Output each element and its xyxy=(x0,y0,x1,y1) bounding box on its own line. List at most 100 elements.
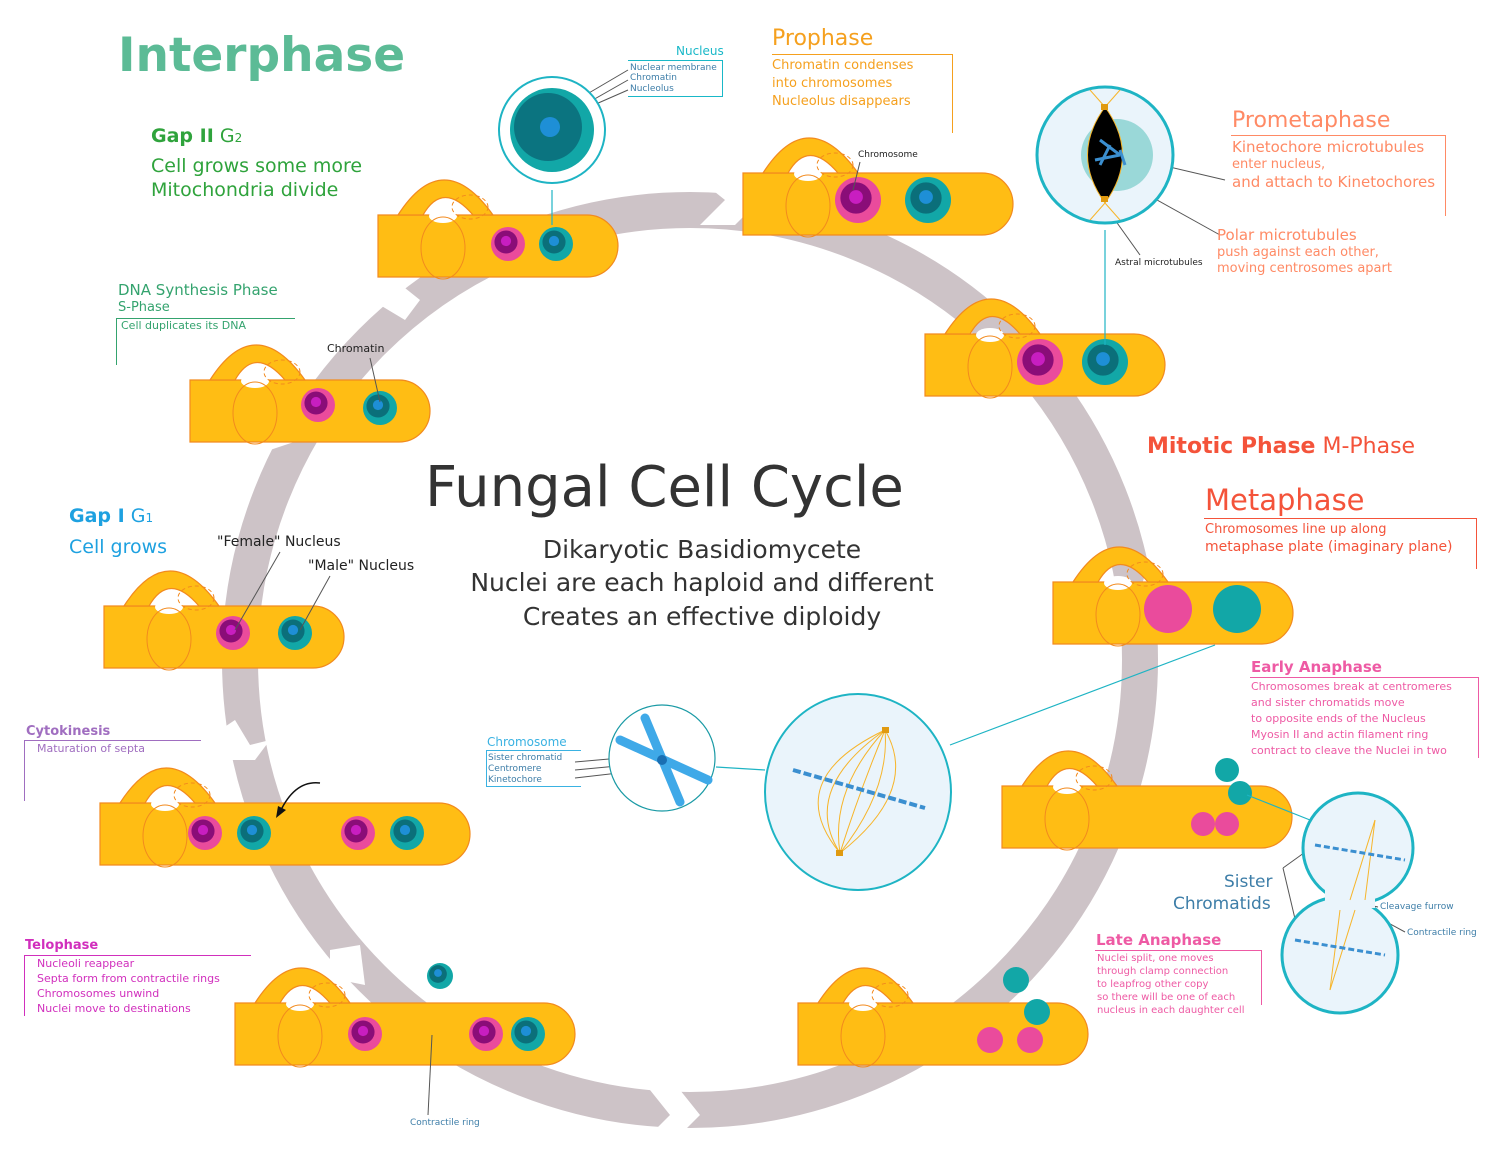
cell-prometaphase xyxy=(924,298,1166,399)
nucleus-detail-box xyxy=(628,60,723,97)
late-anaphase-line-4: so there will be one of each xyxy=(1097,992,1236,1003)
cell-cytokinesis xyxy=(99,767,471,868)
s-phase-bracket xyxy=(116,318,295,365)
gap2-bold: Gap II xyxy=(151,125,214,147)
nucleus-detail-title: Nucleus xyxy=(676,44,724,58)
male-nucleus xyxy=(1003,967,1029,993)
telophase-line-4: Nuclei move to destinations xyxy=(37,1002,191,1015)
cytokinesis-title: Cytokinesis xyxy=(26,724,111,739)
metaphase-title: Metaphase xyxy=(1205,483,1365,517)
male-nucleus xyxy=(1213,585,1261,633)
cleavage-furrow-label: Cleavage furrow xyxy=(1380,902,1454,912)
interphase-heading: Interphase xyxy=(118,28,406,83)
chromosome-detail-circle xyxy=(608,704,716,812)
gap1-bold: Gap I xyxy=(69,505,125,527)
male-nucleus xyxy=(1024,999,1050,1025)
cytokinesis-desc: Maturation of septa xyxy=(37,742,145,755)
chromosome-callout: Chromosome xyxy=(858,150,918,160)
prometaphase-line-3: and attach to Kinetochores xyxy=(1232,173,1436,191)
nucleus-item-chromatin: Chromatin xyxy=(630,73,678,83)
prophase-line-1: Chromatin condenses xyxy=(772,58,914,73)
cell-gap2 xyxy=(377,179,619,280)
subtitle-line-2: Nuclei are each haploid and different xyxy=(470,568,934,597)
prophase-bracket xyxy=(772,54,953,133)
nucleus-detail-circle xyxy=(498,76,606,184)
s-phase-subtitle: S-Phase xyxy=(118,300,170,315)
polar-line-2: push against each other, xyxy=(1217,245,1379,260)
metaphase-bracket xyxy=(1204,518,1477,569)
astral-label: Astral microtubules xyxy=(1115,258,1203,268)
female-nucleus xyxy=(1017,1027,1043,1053)
cell-s-phase xyxy=(189,344,431,445)
late-anaphase-title: Late Anaphase xyxy=(1096,931,1222,949)
prophase-line-3: Nucleolus disappears xyxy=(772,94,911,109)
subtitle-line-1: Dikaryotic Basidiomycete xyxy=(542,535,862,564)
polar-line-3: moving centrosomes apart xyxy=(1217,261,1392,276)
female-nucleus-label: "Female" Nucleus xyxy=(217,534,341,550)
polar-line-1: Polar microtubules xyxy=(1217,226,1357,244)
telophase-line-1: Nucleoli reappear xyxy=(37,957,135,970)
male-nucleus xyxy=(1228,781,1252,805)
early-anaphase-line-3: to opposite ends of the Nucleus xyxy=(1251,712,1426,725)
mitotic-suffix: M-Phase xyxy=(1322,434,1416,459)
early-anaphase-line-1: Chromosomes break at centromeres xyxy=(1251,680,1452,693)
gap2-heading: Gap II G2 xyxy=(151,125,242,147)
cell-gap1 xyxy=(103,570,345,671)
telophase-line-2: Septa form from contractile rings xyxy=(37,972,220,985)
chromosome-item-kinetochore: Kinetochore xyxy=(488,775,542,785)
s-phase-desc: Cell duplicates its DNA xyxy=(121,319,247,332)
metaphase-line-1: Chromosomes line up along xyxy=(1205,522,1387,537)
telophase-line-3: Chromosomes unwind xyxy=(37,987,160,1000)
early-anaphase-bracket xyxy=(1250,677,1479,758)
mitotic-bold: Mitotic Phase xyxy=(1147,434,1316,459)
prophase-title: Prophase xyxy=(772,26,874,51)
female-nucleus xyxy=(1215,812,1239,836)
late-anaphase-line-1: Nuclei split, one moves xyxy=(1097,953,1214,964)
telophase-contractile-ring-label: Contractile ring xyxy=(410,1118,480,1128)
prometaphase-line-1: Kinetochore microtubules xyxy=(1232,138,1425,156)
metaphase-line-2: metaphase plate (imaginary plane) xyxy=(1205,539,1453,555)
subtitle-line-3: Creates an effective diploidy xyxy=(522,602,882,631)
contractile-ring-label: Contractile ring xyxy=(1407,928,1477,938)
female-nucleus xyxy=(977,1027,1003,1053)
chromosome-item-sister: Sister chromatid xyxy=(488,753,563,763)
cell-metaphase xyxy=(1052,546,1294,647)
gap1-sub: 1 xyxy=(145,511,154,525)
gap2-sub: 2 xyxy=(234,131,243,145)
gap2-line-1: Cell grows some more xyxy=(151,155,363,177)
cycle-ring xyxy=(220,180,1200,1135)
chromatin-callout: Chromatin xyxy=(327,342,385,355)
nucleus-item-nucleolus: Nucleolus xyxy=(630,84,674,94)
telophase-bracket xyxy=(24,955,251,1016)
sister-label-1: Sister xyxy=(1224,872,1273,892)
late-anaphase-bracket xyxy=(1095,950,1262,1005)
early-anaphase-line-2: and sister chromatids move xyxy=(1251,696,1405,709)
gap2-line-2: Mitochondria divide xyxy=(151,179,339,201)
s-phase-title: DNA Synthesis Phase xyxy=(118,281,278,299)
early-anaphase-line-5: contract to cleave the Nuclei in two xyxy=(1251,744,1447,757)
cell-prophase xyxy=(742,137,1014,238)
male-nucleus xyxy=(1215,758,1239,782)
chromosome-detail-box xyxy=(486,750,581,787)
prometaphase-line-2: enter nucleus, xyxy=(1232,157,1326,172)
late-anaphase-line-5: nucleus in each daughter cell xyxy=(1097,1005,1245,1016)
cytokinesis-bracket xyxy=(24,740,201,801)
telophase-title: Telophase xyxy=(25,938,99,953)
late-anaphase-line-3: to leapfrog other copy xyxy=(1097,979,1209,990)
chromosome-detail-title: Chromosome xyxy=(487,735,567,749)
male-nucleus-label: "Male" Nucleus xyxy=(308,558,415,574)
cell-telophase xyxy=(234,963,576,1068)
prophase-line-2: into chromosomes xyxy=(772,76,893,91)
gap2-suffix: G xyxy=(219,125,235,147)
gap1-line: Cell grows xyxy=(69,536,168,558)
diagram-title: Fungal Cell Cycle xyxy=(425,455,904,520)
chromosome-item-centromere: Centromere xyxy=(488,764,542,774)
early-anaphase-title: Early Anaphase xyxy=(1251,658,1382,676)
migration-arrow-icon xyxy=(279,782,321,813)
metaphase-detail-circle xyxy=(764,693,952,891)
female-nucleus xyxy=(1144,585,1192,633)
prometaphase-title: Prometaphase xyxy=(1232,108,1391,133)
late-anaphase-line-2: through clamp connection xyxy=(1097,966,1229,977)
gap1-suffix: G xyxy=(130,505,146,527)
